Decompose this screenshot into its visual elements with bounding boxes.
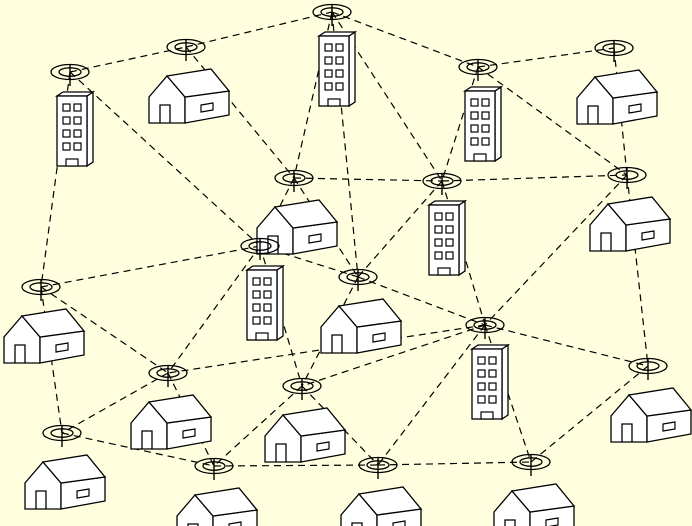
- node-building-8: [240, 237, 286, 342]
- antenna-icon: [148, 364, 188, 387]
- node-building-3: [458, 58, 504, 163]
- house-icon: [264, 407, 347, 463]
- link-10-8: [40, 245, 261, 288]
- node-house-1: [148, 38, 231, 124]
- link-13-16: [213, 385, 303, 467]
- antenna-icon: [358, 456, 398, 479]
- antenna-icon: [628, 357, 668, 380]
- node-building-11: [465, 316, 511, 421]
- link-11-13: [301, 324, 486, 387]
- building-icon: [54, 90, 96, 168]
- link-8-12: [167, 245, 261, 374]
- antenna-icon: [50, 63, 90, 86]
- link-7-11: [484, 174, 628, 326]
- link-17-18: [377, 461, 532, 466]
- link-12-15: [61, 372, 169, 434]
- nodes: [3, 3, 692, 526]
- antenna-icon: [594, 39, 634, 62]
- building-icon: [462, 85, 504, 163]
- house-icon: [176, 487, 259, 526]
- house-icon: [320, 298, 403, 354]
- house-icon: [589, 196, 672, 252]
- antenna-icon: [312, 3, 352, 26]
- house-icon: [610, 387, 692, 443]
- node-house-17: [340, 456, 423, 526]
- link-16-17: [213, 464, 379, 467]
- antenna-icon: [282, 377, 322, 400]
- node-house-12: [130, 364, 213, 450]
- link-0-3: [331, 11, 479, 68]
- link-3-7: [477, 66, 628, 176]
- antenna-icon: [274, 169, 314, 192]
- house-icon: [576, 69, 659, 125]
- link-0-6: [331, 11, 443, 182]
- link-11-14: [484, 324, 649, 367]
- link-6-7: [441, 174, 628, 182]
- node-building-0: [312, 3, 358, 108]
- node-house-13: [264, 377, 347, 463]
- link-1-5: [185, 46, 295, 179]
- link-3-4: [477, 47, 615, 68]
- antenna-icon: [240, 237, 280, 260]
- node-house-14: [610, 357, 692, 443]
- link-10-12: [40, 286, 169, 374]
- node-building-6: [422, 172, 468, 277]
- antenna-icon: [458, 58, 498, 81]
- link-5-6: [293, 177, 443, 182]
- node-building-2: [50, 63, 96, 168]
- link-11-17: [377, 324, 486, 466]
- node-house-10: [3, 278, 86, 364]
- antenna-icon: [194, 457, 234, 480]
- antenna-icon: [338, 268, 378, 291]
- antenna-icon: [166, 38, 206, 61]
- antenna-icon: [511, 453, 551, 476]
- node-house-4: [576, 39, 659, 125]
- node-house-15: [24, 424, 107, 510]
- link-3-6: [441, 66, 479, 182]
- building-icon: [469, 343, 511, 421]
- house-icon: [130, 394, 213, 450]
- antenna-icon: [21, 278, 61, 301]
- antenna-icon: [42, 424, 82, 447]
- node-house-7: [589, 166, 672, 252]
- link-6-9: [357, 180, 443, 278]
- house-icon: [340, 486, 423, 526]
- link-0-9: [331, 11, 359, 278]
- link-5-9: [293, 177, 359, 278]
- link-2-1: [69, 46, 187, 73]
- building-icon: [316, 30, 358, 108]
- building-icon: [244, 264, 286, 342]
- node-house-16: [176, 457, 259, 526]
- node-house-9: [320, 268, 403, 354]
- antenna-icon: [422, 172, 462, 195]
- house-icon: [493, 483, 576, 526]
- link-14-18: [530, 365, 649, 463]
- building-icon: [426, 199, 468, 277]
- link-9-11: [357, 276, 486, 326]
- house-icon: [3, 308, 86, 364]
- house-icon: [148, 68, 231, 124]
- link-2-8: [69, 71, 261, 247]
- antenna-icon: [607, 166, 647, 189]
- node-house-18: [493, 453, 576, 526]
- link-1-0: [185, 11, 333, 48]
- antenna-icon: [465, 316, 505, 339]
- link-7-14: [626, 174, 649, 367]
- house-icon: [24, 454, 107, 510]
